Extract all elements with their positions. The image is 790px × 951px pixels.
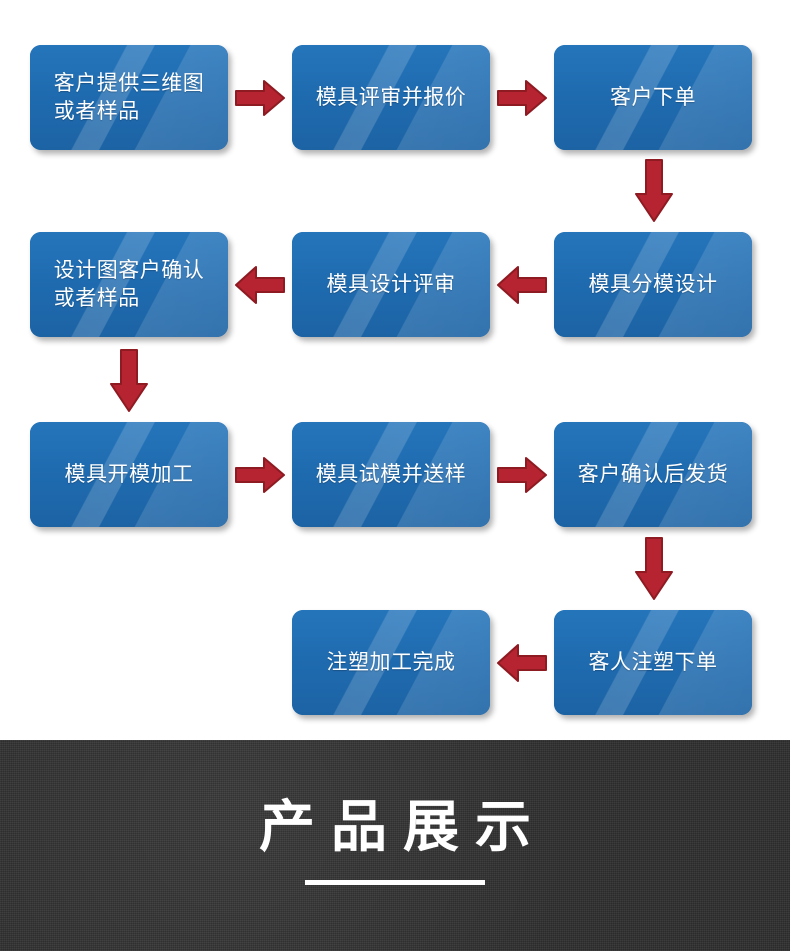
flow-node-label: 客人注塑下单	[588, 649, 718, 674]
arrow-right-n1-n2	[234, 78, 286, 118]
flow-node-label: 模具设计评审	[326, 271, 456, 296]
flow-node-ship-after-confirmation[interactable]: 客户确认后发货	[554, 422, 752, 527]
flow-node-customer-places-order[interactable]: 客户下单	[554, 45, 752, 150]
flow-node-injection-molding-complete[interactable]: 注塑加工完成	[292, 610, 490, 715]
arrow-right-n8-n9	[496, 455, 548, 495]
flow-node-mold-design-review[interactable]: 模具设计评审	[292, 232, 490, 337]
flow-node-label: 模具开模加工	[64, 461, 194, 486]
arrow-left-n6-n5	[496, 264, 548, 306]
flow-node-mold-trial-and-sample[interactable]: 模具试模并送样	[292, 422, 490, 527]
flow-node-customer-provides-3d-drawing[interactable]: 客户提供三维图 或者样品	[30, 45, 228, 150]
flow-node-mold-review-and-quote[interactable]: 模具评审并报价	[292, 45, 490, 150]
banner-underline-rule	[305, 880, 485, 885]
product-showcase-banner: 产品展示	[0, 740, 790, 951]
arrow-down-n4-n7	[108, 348, 150, 414]
flow-node-label: 注塑加工完成	[326, 649, 456, 674]
arrow-left-n5-n4	[234, 264, 286, 306]
arrow-left-n11-n10	[496, 642, 548, 684]
flow-node-label: 设计图客户确认 或者样品	[53, 258, 205, 310]
arrow-right-n2-n3	[496, 78, 548, 118]
flow-node-label: 客户下单	[610, 84, 696, 109]
flowchart-canvas: 客户提供三维图 或者样品 模具评审并报价 客户下单 设计图客户确认 或者样品	[30, 45, 752, 715]
flow-node-label: 客户提供三维图 或者样品	[53, 71, 205, 123]
flow-node-label: 模具评审并报价	[315, 84, 467, 109]
flow-node-label: 模具试模并送样	[315, 461, 467, 486]
flow-node-customer-injection-order[interactable]: 客人注塑下单	[554, 610, 752, 715]
arrow-right-n7-n8	[234, 455, 286, 495]
flow-node-mold-parting-design[interactable]: 模具分模设计	[554, 232, 752, 337]
banner-title: 产品展示	[259, 795, 547, 860]
flow-node-design-confirmation[interactable]: 设计图客户确认 或者样品	[30, 232, 228, 337]
flow-node-label: 客户确认后发货	[577, 461, 729, 486]
flow-node-mold-machining[interactable]: 模具开模加工	[30, 422, 228, 527]
arrow-down-n9-n11	[633, 536, 675, 602]
arrow-down-n3-n6	[633, 158, 675, 224]
flow-node-label: 模具分模设计	[588, 271, 718, 296]
